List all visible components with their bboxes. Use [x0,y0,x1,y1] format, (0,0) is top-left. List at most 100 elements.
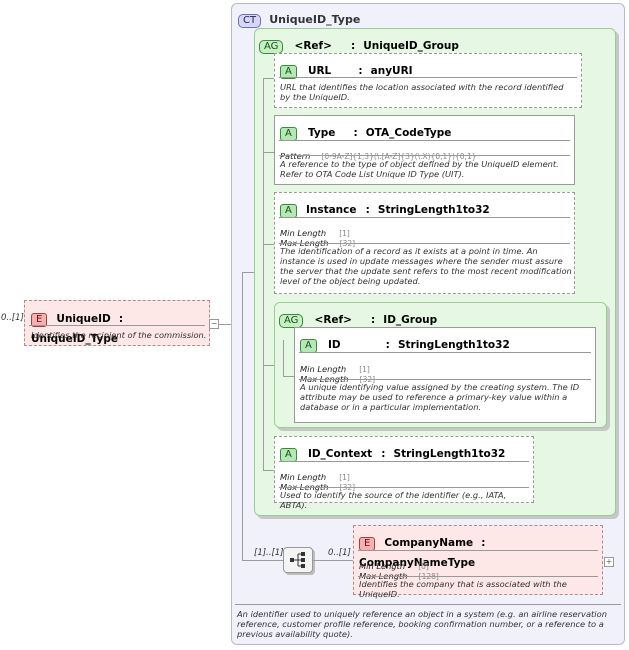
divider [299,352,591,353]
attribute-doc: A reference to the type of object define… [280,159,559,179]
attribute-name: URL [307,65,332,77]
facet-min: Min Length [0] [359,554,429,573]
divider [29,325,205,326]
sequence-icon[interactable] [283,547,313,573]
attribute-name: Instance [305,204,357,216]
attribute-badge: A [280,127,297,141]
element-header: E CompanyName : CompanyNameType [359,531,602,570]
separator: : [353,127,358,139]
connector-line [313,560,353,561]
root-cardinality: 0..[1] [1,313,24,323]
attribute-badge: A [280,204,297,218]
attribute-badge: A [280,448,297,462]
element-name: CompanyName [384,537,474,549]
attribute-type: StringLength1to32 [377,204,490,216]
element-doc: Identifies the company that is associate… [359,579,567,599]
attribute-name: ID_Context [307,448,373,460]
attribute-url[interactable]: A URL : anyURI URL that identifies the l… [274,53,582,108]
attribute-id-context[interactable]: A ID_Context : StringLength1to32 Min Len… [274,436,534,510]
connector-line [263,78,274,79]
divider [279,487,529,488]
attribute-doc: The identification of a record as it exi… [280,246,572,286]
element-company-name[interactable]: E CompanyName : CompanyNameType Min Leng… [353,525,603,599]
attribute-type: OTA_CodeType [365,127,452,139]
min-length-label: Min Length [300,364,347,374]
complex-type-header: CT UniqueID_Type [238,8,360,28]
divider [235,604,621,605]
facet-min: Min Length [1] [300,357,370,376]
company-name-cardinality: 0..[1] [328,548,351,558]
min-length-label: Min Length [280,472,327,482]
attribute-group-badge: AG [259,40,284,54]
root-element-type: UniqueID_Type [31,333,118,345]
sequence-glyph-icon [290,552,305,568]
connector-line [283,376,294,377]
attribute-header: A URL : anyURI [280,59,413,79]
connector-line [242,272,256,273]
separator: : [370,314,376,326]
root-element-header: E UniqueID : UniqueID_Type [31,307,209,346]
connector-line [242,272,243,560]
connector-line [242,560,283,561]
connector-line [263,152,274,153]
attribute-header: A ID_Context : StringLength1to32 [280,442,505,462]
attribute-group-badge: AG [279,314,304,328]
attribute-doc: Used to identify the source of the ident… [280,490,507,510]
separator: : [118,313,124,325]
divider [279,217,570,218]
attribute-name: Type [307,127,336,139]
element-badge: E [359,537,376,551]
connector-line [263,470,274,471]
facet-min: Min Length [1] [280,221,350,240]
pattern-value: [0-9A-Z]{1,3}(\.[A-Z]{3}(\.X){0,1}){0,1} [321,152,477,161]
divider [299,379,591,380]
facet-min: Min Length [1] [280,465,350,484]
divider [279,243,570,244]
divider [279,140,570,141]
attribute-type: StringLength1to32 [397,339,510,351]
connector-line [219,324,242,325]
connector-line [263,78,264,470]
sequence-cardinality: [1]..[1] [254,548,284,558]
connector-line [263,365,274,366]
min-length-value: [1] [339,229,350,238]
min-length-label: Min Length [280,228,327,238]
attribute-group-header: AG <Ref> : UniqueID_Group [259,34,459,54]
attribute-doc: URL that identifies the location associa… [280,82,564,102]
connector-line [263,244,274,245]
divider [358,550,598,551]
attribute-id[interactable]: A ID : StringLength1to32 Min Length [1] … [294,327,596,423]
separator: : [385,339,390,351]
root-element-doc: Identifies the recipient of the commissi… [31,330,207,340]
divider [358,576,598,577]
complex-type-badge: CT [238,14,262,28]
attribute-type-code[interactable]: A Type : OTA_CodeType Pattern [0-9A-Z]{1… [274,115,575,185]
attribute-group-name: UniqueID_Group [363,40,459,52]
separator: : [381,448,386,460]
collapse-toggle-icon[interactable]: − [209,319,219,329]
ref-label: <Ref> [314,314,352,326]
separator: : [365,204,370,216]
ref-label: <Ref> [294,40,332,52]
min-length-value: [1] [339,473,350,482]
min-length-label: Min Length [359,561,406,571]
root-element-uniqueid[interactable]: E UniqueID : UniqueID_Type Identifies th… [24,300,210,346]
attribute-header: A Instance : StringLength1to32 [280,198,490,218]
pattern-label: Pattern [280,151,311,161]
pattern-row: Pattern [0-9A-Z]{1,3}(\.[A-Z]{3}(\.X){0,… [280,144,476,163]
separator: : [358,65,363,77]
divider [279,155,570,156]
attribute-name: ID [327,339,341,351]
attribute-group-header: AG <Ref> : ID_Group [279,308,437,328]
attribute-instance[interactable]: A Instance : StringLength1to32 Min Lengt… [274,192,575,294]
attribute-doc: A unique identifying value assigned by t… [300,382,580,412]
complex-type-doc: An identifier used to uniquely reference… [237,609,607,639]
separator: : [481,537,486,549]
expand-toggle-icon[interactable]: + [604,557,614,567]
attribute-group-name: ID_Group [383,314,438,326]
root-element-name: UniqueID [56,313,111,325]
attribute-header: A Type : OTA_CodeType [280,121,451,141]
attribute-type: StringLength1to32 [393,448,506,460]
min-length-value: [1] [359,365,370,374]
min-length-value: [0] [418,562,429,571]
